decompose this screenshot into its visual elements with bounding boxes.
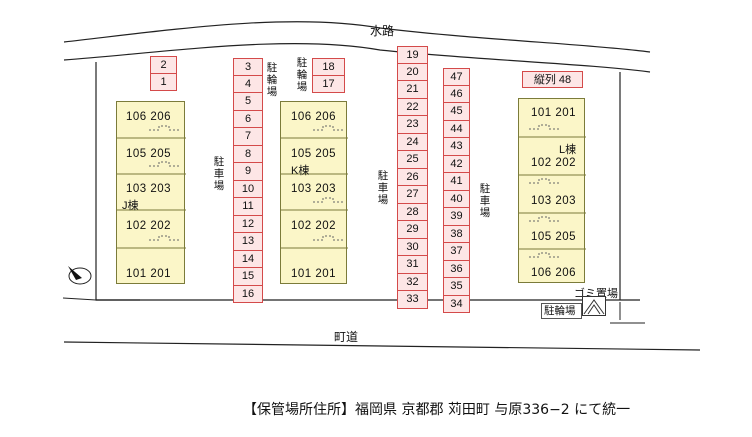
- unit-label: 102 202: [291, 220, 337, 232]
- parking-stall: 14: [233, 250, 263, 268]
- parking-group-a: 2 1: [150, 56, 177, 91]
- parking-stall: 17: [312, 75, 345, 93]
- parking-stall: 30: [397, 238, 428, 256]
- parking-stall: 29: [397, 221, 428, 239]
- parking-group-d: 19 20 21 22 23 24 25 26 27 28 29 30 31 3…: [397, 46, 428, 309]
- garbage-area-icon: [582, 296, 606, 316]
- parking-stall: 33: [397, 291, 428, 309]
- unit-label: 101 201: [126, 268, 172, 280]
- unit-label: 103 203: [531, 195, 577, 207]
- parking-stall: 26: [397, 168, 428, 186]
- parking-stall: 46: [443, 85, 470, 103]
- unit-label: 102 202: [126, 220, 172, 232]
- parking-stall: 41: [443, 173, 470, 191]
- parking-lot-label: 駐車場: [377, 170, 389, 206]
- building-j: 106 206 105 205 103 203 J棟 102 202 101 2…: [116, 101, 186, 284]
- parking-stall: 47: [443, 68, 470, 86]
- parking-lot-label: 駐車場: [479, 183, 491, 219]
- parallel-parking-stall: 縦列 48: [522, 71, 583, 88]
- parking-stall: 40: [443, 190, 470, 208]
- parking-stall: 23: [397, 116, 428, 134]
- unit-label: 106 206: [126, 111, 172, 123]
- unit-label: 101 201: [291, 268, 337, 280]
- parking-stall: 44: [443, 120, 470, 138]
- parking-stall: 9: [233, 163, 263, 181]
- building-name: L棟: [559, 144, 577, 156]
- unit-label: 105 205: [531, 231, 577, 243]
- parking-stall: 10: [233, 180, 263, 198]
- parking-stall: 24: [397, 133, 428, 151]
- unit-label: 103 203: [126, 183, 172, 195]
- parking-stall: 5: [233, 93, 263, 111]
- parking-stall: 20: [397, 63, 428, 81]
- road-label: 町道: [334, 330, 359, 344]
- unit-label: 103 203: [291, 183, 337, 195]
- parking-stall: 8: [233, 145, 263, 163]
- unit-label: 101 201: [531, 107, 577, 119]
- parking-stall: 42: [443, 155, 470, 173]
- parking-stall: 16: [233, 285, 263, 303]
- parking-stall: 25: [397, 151, 428, 169]
- parking-stall: 31: [397, 256, 428, 274]
- north-arrow-icon: [68, 266, 92, 285]
- parking-stall: 37: [443, 243, 470, 261]
- bike-parking-label: 駐輪場: [296, 57, 308, 93]
- parking-stall: 2: [150, 56, 177, 74]
- waterway-label: 水路: [370, 24, 395, 38]
- parking-stall: 21: [397, 81, 428, 99]
- parking-stall: 27: [397, 186, 428, 204]
- parking-group-c: 18 17: [312, 58, 345, 93]
- parking-stall: 15: [233, 268, 263, 286]
- building-name: K棟: [291, 165, 310, 177]
- parking-group-b: 3 4 5 6 7 8 9 10 11 12 13 14 15 16: [233, 58, 263, 303]
- unit-label: 106 206: [531, 267, 577, 279]
- bike-parking-box: 駐輪場: [541, 303, 582, 319]
- building-k: 106 206 105 205 K棟 103 203 102 202 101 2…: [280, 101, 348, 284]
- unit-label: 102 202: [531, 157, 577, 169]
- parking-stall: 34: [443, 295, 470, 313]
- unit-label: 106 206: [291, 111, 337, 123]
- parking-stall: 36: [443, 260, 470, 278]
- parking-stall: 43: [443, 138, 470, 156]
- parking-stall: 38: [443, 225, 470, 243]
- bike-parking-label: 駐輪場: [266, 62, 278, 98]
- parking-stall: 4: [233, 75, 263, 93]
- unit-label: 105 205: [126, 148, 172, 160]
- parking-stall: 18: [312, 58, 345, 76]
- storage-address-note: 【保管場所住所】福岡県 京都郡 苅田町 与原336−2 にて統一: [243, 402, 631, 418]
- unit-label: 105 205: [291, 148, 337, 160]
- parking-stall: 11: [233, 198, 263, 216]
- parking-stall: 7: [233, 128, 263, 146]
- parking-stall: 32: [397, 273, 428, 291]
- parking-stall: 3: [233, 58, 263, 76]
- building-l: 101 201 L棟 102 202 103 203 105 205 106 2…: [518, 98, 586, 283]
- parking-stall: 13: [233, 233, 263, 251]
- parking-group-e: 47 46 45 44 43 42 41 40 39 38 37 36 35 3…: [443, 68, 470, 313]
- parking-stall: 45: [443, 103, 470, 121]
- parking-stall: 12: [233, 215, 263, 233]
- parking-stall: 39: [443, 208, 470, 226]
- parking-stall: 19: [397, 46, 428, 64]
- parking-lot-label: 駐車場: [213, 156, 225, 192]
- parking-stall: 6: [233, 110, 263, 128]
- parking-stall: 35: [443, 278, 470, 296]
- parking-stall: 28: [397, 203, 428, 221]
- parking-stall: 1: [150, 73, 177, 91]
- building-name: J棟: [122, 200, 139, 212]
- parking-stall: 22: [397, 98, 428, 116]
